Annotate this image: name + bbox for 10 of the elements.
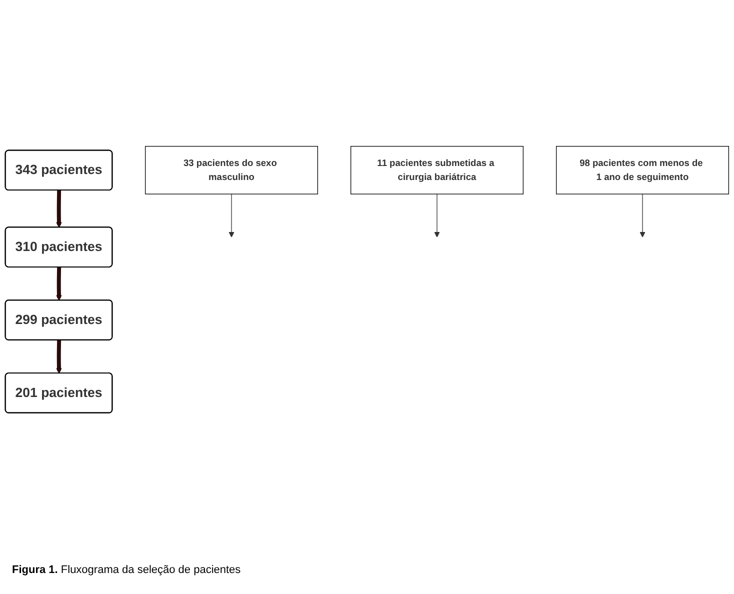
node-box: 33 pacientes do sexo masculino [145, 146, 318, 195]
figure-caption: Figura 1. Fluxograma da seleção de pacientes [12, 564, 242, 576]
arrow [434, 194, 440, 238]
arrow [56, 190, 62, 228]
node-box: 11 pacientes submetidas a cirurgia bariátrica [350, 146, 524, 195]
arrow [640, 194, 646, 238]
arrow [56, 340, 62, 374]
arrow [228, 194, 234, 238]
arrow [56, 268, 62, 302]
node-box: 98 pacientes com menos de 1 ano de seguimento [556, 146, 730, 195]
